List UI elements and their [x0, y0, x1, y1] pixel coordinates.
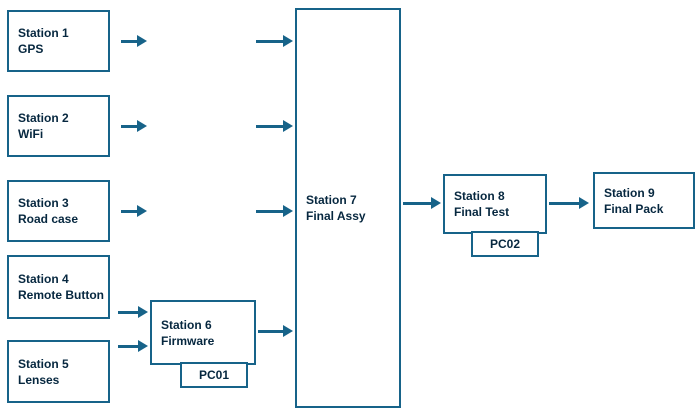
- station-5-title: Station 5: [18, 356, 69, 371]
- station-1-box: Station 1 GPS: [7, 10, 110, 72]
- station-9-title: Station 9: [604, 185, 655, 200]
- station-7-box: Station 7 Final Assy: [295, 8, 401, 408]
- station-5-box: Station 5 Lenses: [7, 340, 110, 403]
- arrow-station8-to-station9-icon: [549, 197, 589, 209]
- pc02-box: PC02: [471, 231, 539, 257]
- arrow-station7-to-station8-icon: [403, 197, 441, 209]
- station-8-box: Station 8 Final Test: [443, 174, 547, 234]
- arrow-station1-to-station7-icon: [256, 35, 293, 47]
- station-8-subtitle: Final Test: [454, 205, 510, 219]
- station-6-title: Station 6: [161, 317, 212, 332]
- pc01-box: PC01: [180, 362, 248, 388]
- station-9-subtitle: Final Pack: [604, 201, 664, 216]
- arrow-station2-to-station7-icon: [256, 120, 293, 132]
- pc02-label: PC02: [489, 237, 521, 251]
- station-4-subtitle: Remote Button: [18, 288, 104, 302]
- station-3-subtitle: Road case: [18, 212, 79, 226]
- arrow-station3-to-station7-icon: [256, 205, 293, 217]
- station-3-box: Station 3 Road case: [7, 180, 110, 242]
- station-3-title: Station 3: [18, 196, 69, 210]
- arrow-station6-to-station7-icon: [258, 325, 293, 337]
- station-7-title: Station 7: [306, 193, 357, 207]
- station-8-title: Station 8: [454, 189, 505, 203]
- arrow-station4-to-station6-icon: [118, 306, 148, 318]
- station-6-subtitle: Firmware: [161, 333, 215, 348]
- arrow-station3-out-icon: [121, 205, 147, 217]
- station-6-box: Station 6 Firmware: [150, 300, 256, 365]
- station-5-subtitle: Lenses: [18, 372, 60, 387]
- station-9-box: Station 9 Final Pack: [593, 172, 695, 229]
- station-1-title: Station 1: [18, 26, 69, 40]
- station-2-title: Station 2: [18, 111, 69, 125]
- pc01-label: PC01: [198, 368, 230, 382]
- station-2-subtitle: WiFi: [18, 127, 44, 141]
- station-2-box: Station 2 WiFi: [7, 95, 110, 157]
- arrow-station5-to-station6-icon: [118, 340, 148, 352]
- arrow-station1-out-icon: [121, 35, 147, 47]
- station-7-subtitle: Final Assy: [306, 209, 366, 223]
- arrow-station2-out-icon: [121, 120, 147, 132]
- station-4-title: Station 4: [18, 272, 69, 286]
- station-4-box: Station 4 Remote Button: [7, 255, 110, 319]
- station-1-subtitle: GPS: [18, 42, 44, 56]
